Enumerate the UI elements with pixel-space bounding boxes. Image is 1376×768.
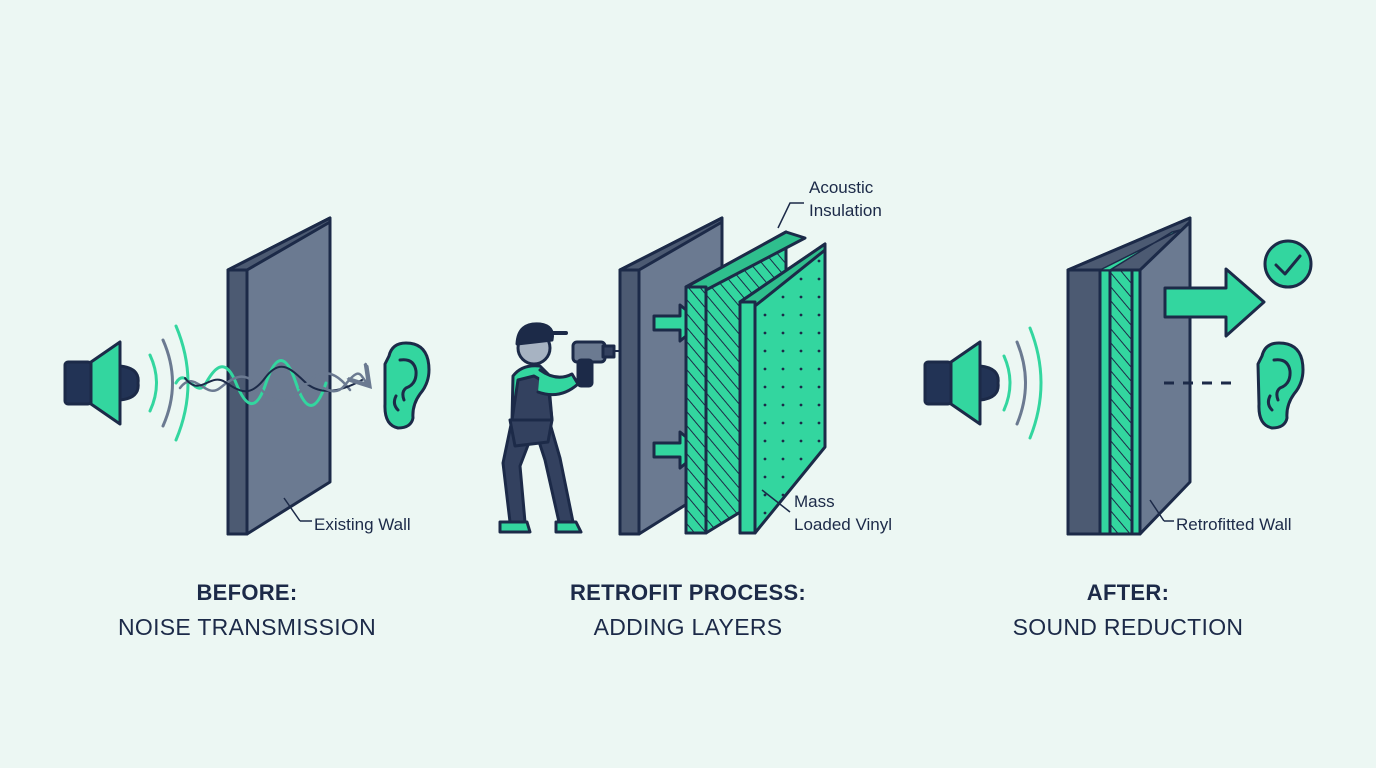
retrofitted-wall-label: Retrofitted Wall <box>1176 515 1292 534</box>
check-icon <box>1263 239 1313 289</box>
acoustic-insulation-label-line1: Acoustic <box>809 178 874 197</box>
existing-wall <box>226 216 332 536</box>
before-subheading: NOISE TRANSMISSION <box>117 614 377 640</box>
drill-icon <box>571 340 629 388</box>
after-caption: AFTER: SOUND REDUCTION <box>928 580 1328 641</box>
existing-wall-label: Existing Wall <box>314 515 411 534</box>
noise-wave <box>174 359 366 407</box>
speaker-icon <box>63 340 140 426</box>
after-subheading: SOUND REDUCTION <box>1012 614 1244 640</box>
retrofitted-wall <box>1066 216 1192 536</box>
mass-loaded-vinyl-label-line1: Mass <box>794 492 835 511</box>
process-subheading: ADDING LAYERS <box>593 614 783 640</box>
process-heading: RETROFIT PROCESS: <box>569 580 807 605</box>
speaker-icon <box>923 340 1000 426</box>
mass-loaded-vinyl-layer <box>738 242 827 535</box>
mass-loaded-vinyl-label-line2: Loaded Vinyl <box>794 515 892 534</box>
before-heading: BEFORE: <box>196 580 298 605</box>
after-panel: Retrofitted Wall <box>923 216 1313 536</box>
sound-wave-icon <box>1002 326 1043 440</box>
arrow-icon <box>1163 267 1266 338</box>
worker-icon <box>498 322 583 534</box>
before-panel: Existing Wall <box>63 216 431 536</box>
process-panel: Acoustic Insulation Mass Loaded Vinyl <box>498 178 892 536</box>
sound-wave-icon <box>148 324 190 442</box>
before-caption: BEFORE: NOISE TRANSMISSION <box>47 580 447 641</box>
process-caption: RETROFIT PROCESS: ADDING LAYERS <box>488 580 888 641</box>
acoustic-insulation-label-line2: Insulation <box>809 201 882 220</box>
ear-icon <box>1256 341 1305 430</box>
after-heading: AFTER: <box>1086 580 1170 605</box>
ear-icon <box>383 341 431 430</box>
